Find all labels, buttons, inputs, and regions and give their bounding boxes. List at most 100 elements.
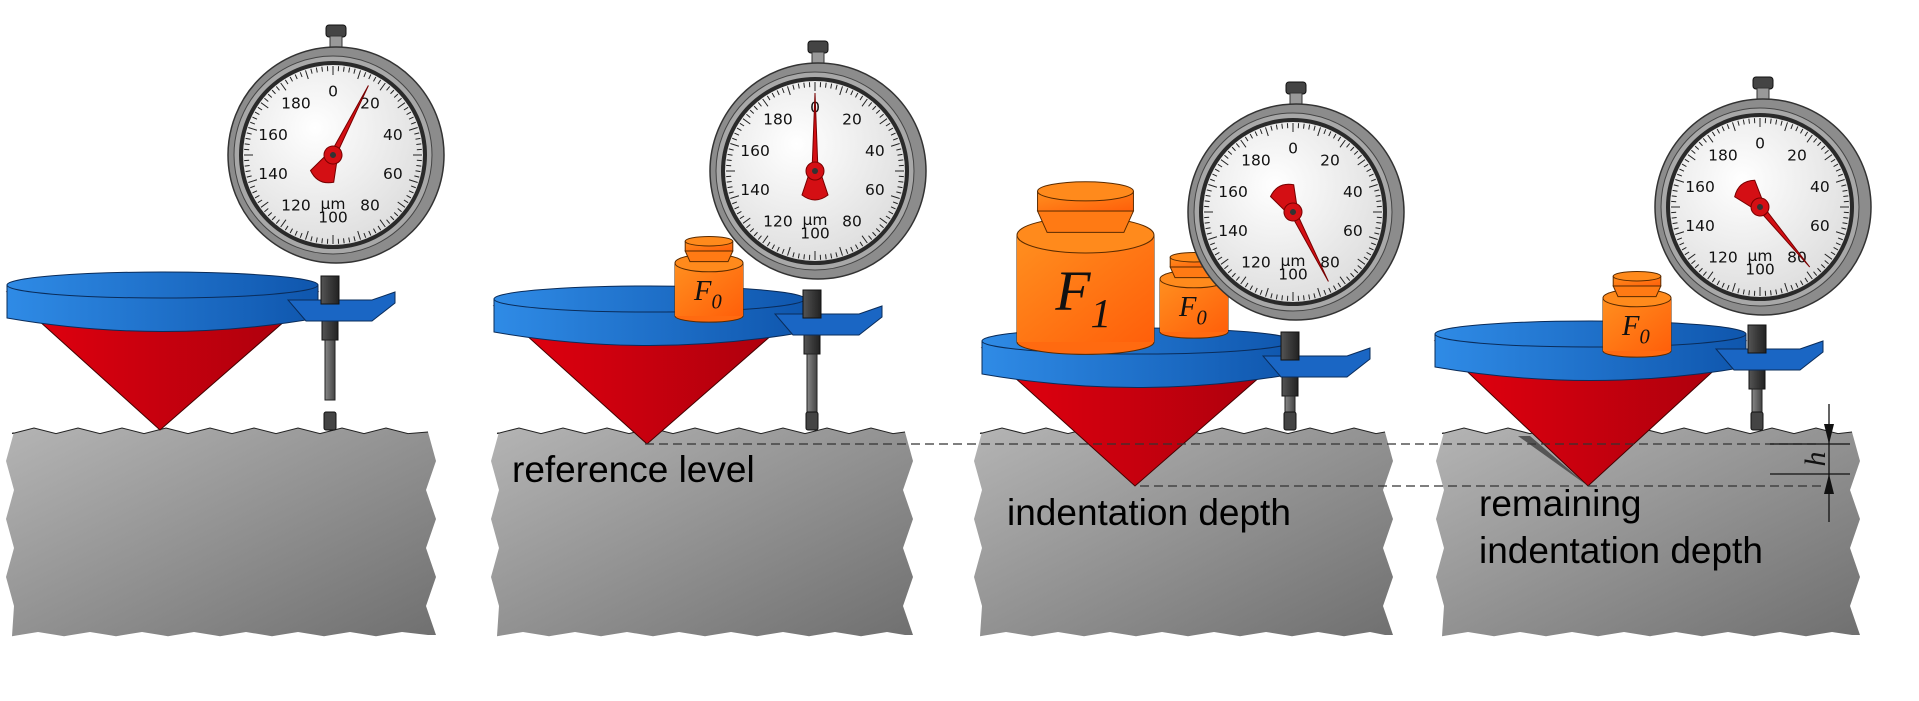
dial-tick xyxy=(1824,260,1829,265)
gauge-plunger-tip xyxy=(1750,411,1764,431)
dial-tick xyxy=(1672,189,1678,192)
dial-tick xyxy=(1813,138,1818,143)
dial-tick xyxy=(890,132,896,136)
dial-tick xyxy=(1820,264,1826,269)
step-label: indentation depth xyxy=(1479,530,1763,571)
dial-tick xyxy=(1227,269,1233,274)
dial-tick xyxy=(1790,284,1794,290)
weight-f0: F0 xyxy=(674,235,744,323)
dial-tick xyxy=(415,137,421,140)
dial-tick xyxy=(766,95,771,101)
dial-tick xyxy=(1275,294,1278,300)
dial-tick xyxy=(1842,222,1848,225)
dial-tick xyxy=(1353,269,1359,274)
dial-tick xyxy=(830,83,833,89)
dial-scale-label: 140 xyxy=(1685,217,1715,235)
dial-tick xyxy=(280,219,287,228)
dial-tick xyxy=(414,132,420,135)
dial-tick xyxy=(776,90,780,96)
dial-tick xyxy=(1328,287,1332,293)
dial-tick xyxy=(315,67,318,73)
dial-tick xyxy=(1337,282,1342,288)
dial-scale-label: 20 xyxy=(360,95,380,113)
dial-tick xyxy=(321,238,323,244)
dial-scale-label: 140 xyxy=(1218,222,1248,240)
dial-tick xyxy=(839,246,843,256)
dial-scale-label: 80 xyxy=(842,212,862,230)
dial-tick xyxy=(397,102,406,109)
dial-tick xyxy=(393,93,399,98)
dial-tick xyxy=(379,219,386,228)
dial-tick xyxy=(353,68,356,74)
specimen-surface-edge xyxy=(1441,427,1853,435)
dial-unit-label: µm xyxy=(321,195,346,213)
dial-tick xyxy=(1375,194,1381,197)
dial-tick xyxy=(1742,289,1745,295)
dial-tick xyxy=(1240,276,1247,285)
dial-scale-label: 180 xyxy=(763,111,793,129)
dial-scale-label: 100 xyxy=(318,209,348,227)
dial-tick xyxy=(1217,163,1223,168)
dial-tick xyxy=(1376,222,1382,224)
dial-tick xyxy=(244,143,250,145)
dial-tick xyxy=(357,70,361,80)
dial-tick xyxy=(246,175,252,178)
dial-tick xyxy=(1790,124,1794,130)
dial-tick xyxy=(299,72,303,78)
dial-tick xyxy=(1363,163,1369,168)
dial-tick xyxy=(250,185,256,189)
dial-tick xyxy=(1363,256,1369,261)
dial-tick xyxy=(1370,178,1376,182)
dial-tick xyxy=(390,89,395,95)
dial-scale-label: 180 xyxy=(1241,152,1271,170)
dial-tick xyxy=(267,93,273,98)
dial-tick xyxy=(792,84,795,90)
dial-tick xyxy=(839,86,843,96)
dial-scale-label: 120 xyxy=(1241,253,1271,271)
dial-tick xyxy=(1687,154,1696,161)
dial-tick xyxy=(868,235,873,240)
indenter-holder-top xyxy=(1434,320,1747,348)
dial-crown-cap xyxy=(1752,76,1774,90)
dial-tick xyxy=(781,88,785,94)
dial-scale-label: 100 xyxy=(1745,261,1775,279)
dial-tick xyxy=(746,113,751,118)
dial-tick xyxy=(835,252,838,258)
dial-tick xyxy=(1366,168,1372,172)
dial-tick xyxy=(1711,131,1716,137)
dial-tick xyxy=(1817,141,1822,147)
dial-tick xyxy=(1235,276,1240,281)
gauge-arm xyxy=(1261,347,1371,378)
dial-tick xyxy=(1841,227,1847,230)
dial-needle xyxy=(801,92,829,201)
dial-needle xyxy=(1734,179,1811,268)
gauge-stem xyxy=(320,275,340,305)
dial-tick xyxy=(406,111,412,115)
dial-needle xyxy=(1269,183,1329,282)
dial-tick xyxy=(1208,236,1218,240)
dial-unit-label: µm xyxy=(803,211,828,229)
dial-tick xyxy=(1350,272,1355,278)
dial-tick xyxy=(830,253,833,259)
dial-tick xyxy=(898,159,904,161)
weight-label: F0 xyxy=(693,276,722,314)
dial-tick xyxy=(1702,138,1707,143)
dial-tick xyxy=(410,121,416,125)
dial-tick xyxy=(792,252,795,258)
dial-tick xyxy=(1824,154,1833,161)
dial-tick xyxy=(855,244,859,250)
dial-tick xyxy=(1775,119,1778,125)
dial-tick xyxy=(408,179,418,183)
dial-needle xyxy=(309,85,369,184)
dial-tick xyxy=(1259,129,1263,135)
dial-tick xyxy=(1820,145,1826,150)
dial-tick xyxy=(386,86,391,91)
dial-tick xyxy=(1275,124,1278,130)
dial-tick xyxy=(890,195,900,199)
dial-tick xyxy=(357,230,361,240)
dial-tick xyxy=(726,181,732,183)
dial-tick xyxy=(1204,200,1210,202)
dial-tick xyxy=(1784,282,1788,292)
dial-tick xyxy=(1366,252,1372,256)
